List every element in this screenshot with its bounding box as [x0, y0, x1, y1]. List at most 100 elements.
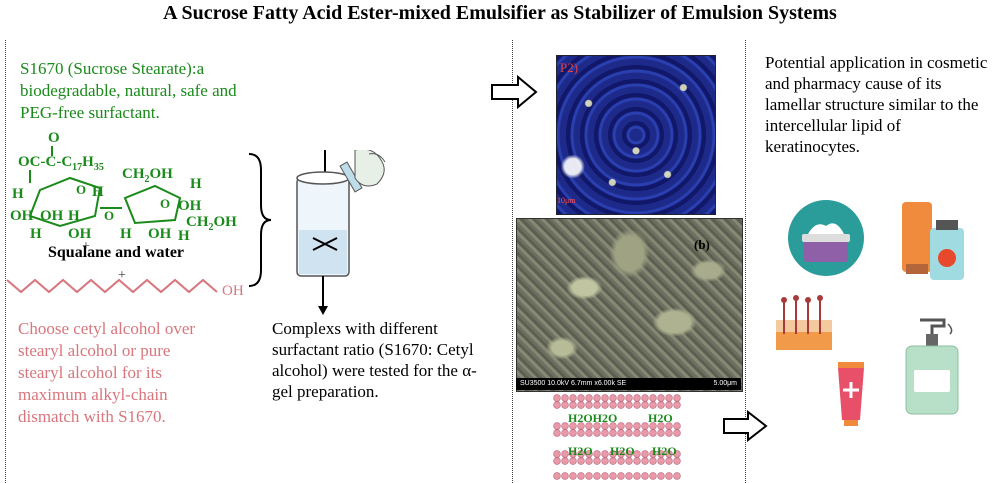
- lipid-head: [641, 450, 649, 458]
- complex-description: Complexs with different surfactant ratio…: [272, 319, 477, 401]
- sem-scale-text: 5.00μm: [713, 380, 738, 387]
- lipid-head: [649, 472, 657, 480]
- sucrose-stearate-structure: O OC-C-C17H35 O H OH OH H H H OH O CH2OH…: [10, 130, 237, 254]
- hydroxyl-label: OH: [222, 283, 244, 299]
- lipid-head: [657, 472, 665, 480]
- micrograph-scale-label: 10μm: [557, 196, 576, 205]
- lipid-head: [553, 422, 561, 430]
- lipid-head: [569, 429, 577, 437]
- lipid-head: [673, 457, 681, 465]
- lipid-head: [593, 450, 601, 458]
- lipid-head: [593, 429, 601, 437]
- lipid-head: [601, 472, 609, 480]
- divider-left-edge: [5, 40, 6, 483]
- lipid-head: [625, 401, 633, 409]
- s1670-description: S1670 (Sucrose Stearate):a biodegradable…: [20, 59, 237, 122]
- svg-text:O: O: [104, 208, 114, 223]
- lipid-head: [577, 472, 585, 480]
- water-label-4: H2O: [610, 444, 635, 458]
- lipid-head: [673, 472, 681, 480]
- lipid-head: [553, 472, 561, 480]
- lipid-head: [625, 429, 633, 437]
- svg-text:OH: OH: [40, 208, 64, 224]
- potential-application-text: Potential application in cosmetic and ph…: [765, 53, 988, 156]
- cream-jar-icon: [788, 200, 864, 276]
- sem-micrograph-image: [516, 218, 743, 392]
- preparation-apparatus: [296, 150, 386, 315]
- lipid-head: [569, 394, 577, 402]
- lipid-head: [657, 429, 665, 437]
- lipid-head: [609, 457, 617, 465]
- lipid-head: [577, 457, 585, 465]
- lipid-head: [633, 422, 641, 430]
- squalane-water-label: Squalane and water: [48, 244, 185, 261]
- lipid-head: [601, 429, 609, 437]
- lipid-head: [633, 394, 641, 402]
- lipid-head: [617, 422, 625, 430]
- svg-text:O: O: [160, 196, 170, 211]
- lipid-head: [649, 394, 657, 402]
- lipid-head: [601, 394, 609, 402]
- lipid-head: [633, 472, 641, 480]
- lipid-head: [553, 401, 561, 409]
- svg-text:OH: OH: [68, 226, 92, 242]
- svg-text:CH2OH: CH2OH: [122, 166, 173, 185]
- sunscreen-bottles-icon: [902, 202, 964, 280]
- water-label-2: H2O: [648, 411, 673, 425]
- lamellar-bilayer-diagram: [553, 394, 681, 480]
- svg-text:H: H: [30, 226, 42, 242]
- svg-text:OH: OH: [178, 198, 202, 214]
- divider-middle: [512, 40, 513, 483]
- lipid-head: [625, 394, 633, 402]
- lipid-head: [617, 394, 625, 402]
- lipid-head: [617, 401, 625, 409]
- lipid-head: [561, 394, 569, 402]
- lipid-head: [577, 401, 585, 409]
- pump-bottle-icon: [905, 318, 959, 415]
- svg-text:H: H: [68, 208, 80, 224]
- svg-text:O: O: [76, 182, 86, 197]
- dropper-hand-icon: [339, 150, 386, 193]
- lipid-head: [633, 429, 641, 437]
- lipid-head: [569, 401, 577, 409]
- p2-label: P2): [560, 60, 579, 75]
- water-label-5: H2O: [652, 444, 677, 458]
- carbonyl-o-label: O: [48, 130, 60, 146]
- sem-panel-label: (b): [694, 237, 710, 252]
- lipid-head: [577, 429, 585, 437]
- lipid-head: [609, 429, 617, 437]
- lipid-head: [673, 429, 681, 437]
- svg-text:H: H: [92, 184, 104, 200]
- svg-text:CH2OH: CH2OH: [186, 214, 237, 233]
- svg-text:H: H: [190, 176, 202, 192]
- ester-group-label: OC-C-C17H35: [18, 154, 104, 173]
- plus-sign-1: +: [82, 239, 90, 254]
- sem-settings-text: SU3500 10.0kV 6.7mm x6.00k SE: [520, 380, 627, 387]
- skin-layer-icon: [776, 295, 832, 350]
- lipid-head: [553, 429, 561, 437]
- lipid-head: [601, 457, 609, 465]
- lipid-head: [609, 472, 617, 480]
- water-label-3: H2O: [568, 444, 593, 458]
- lipid-head: [641, 429, 649, 437]
- svg-text:OH: OH: [10, 208, 34, 224]
- lipid-head: [585, 457, 593, 465]
- polarized-micrograph-image: [556, 55, 716, 215]
- lipid-head: [665, 401, 673, 409]
- lipid-head: [633, 401, 641, 409]
- lipid-head: [665, 394, 673, 402]
- lipid-head: [593, 457, 601, 465]
- lipid-head: [553, 394, 561, 402]
- lipid-head: [633, 457, 641, 465]
- lipid-head: [609, 401, 617, 409]
- lipid-head: [601, 450, 609, 458]
- lipid-head: [649, 457, 657, 465]
- svg-text:H: H: [178, 228, 190, 244]
- lipid-head: [665, 429, 673, 437]
- lipid-head: [625, 472, 633, 480]
- lipid-head: [657, 457, 665, 465]
- grouping-brace: [248, 153, 272, 287]
- lipid-head: [561, 401, 569, 409]
- lipid-head: [617, 457, 625, 465]
- lipid-head: [585, 401, 593, 409]
